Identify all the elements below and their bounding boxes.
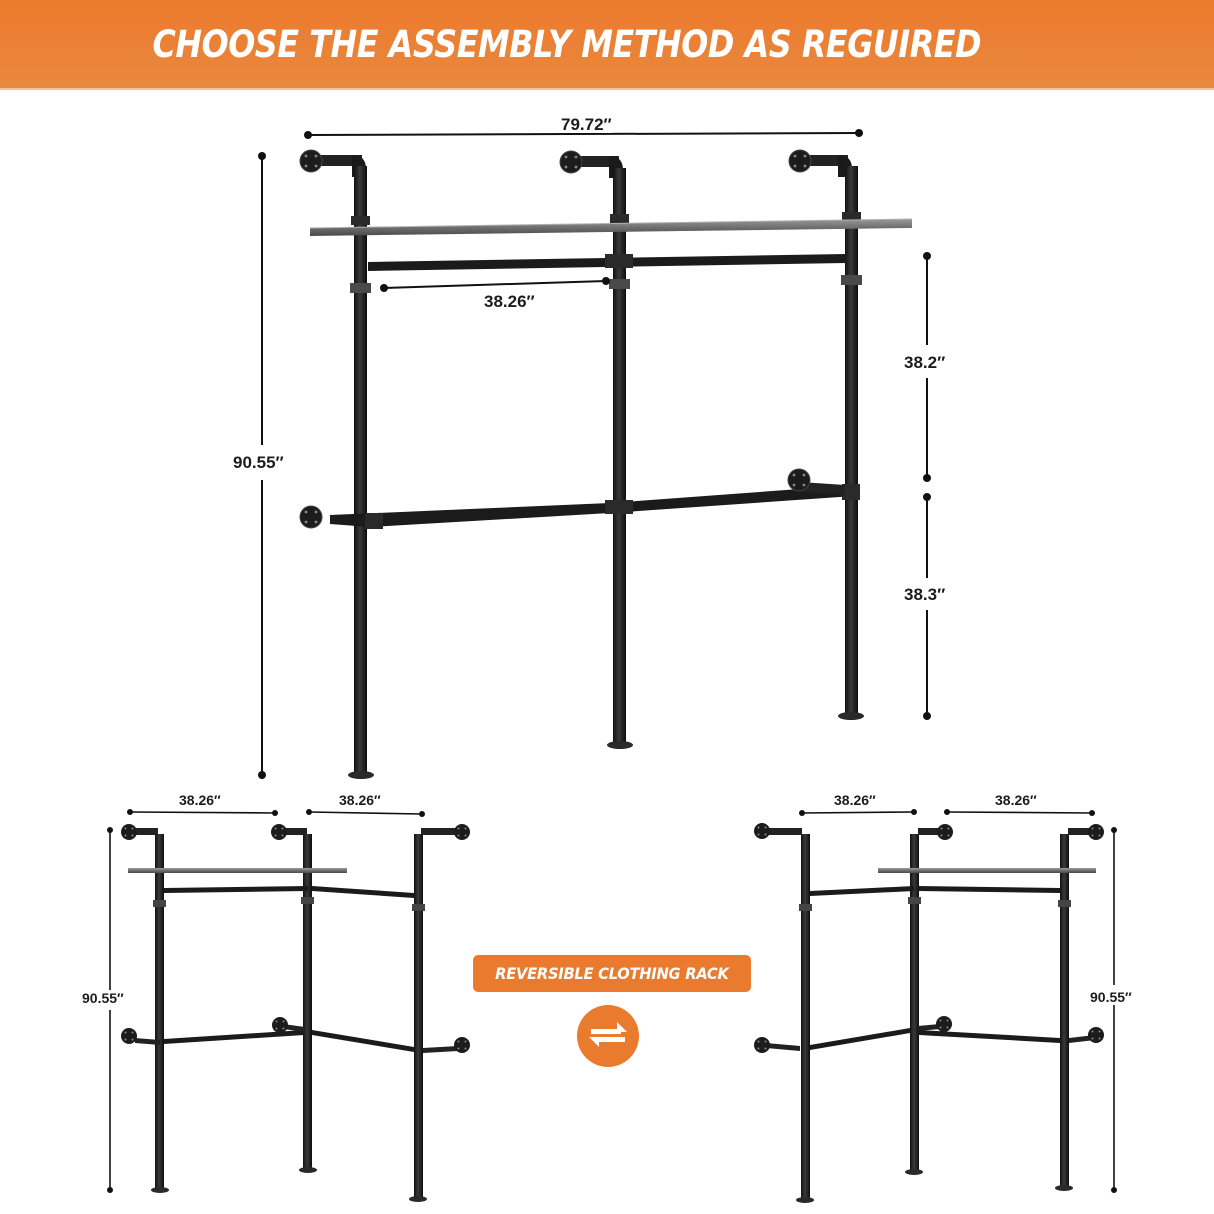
upper-gap-label: 38.2″: [904, 353, 946, 372]
left-rack-height-label: 90.55″: [82, 990, 124, 1006]
left-rack-width-1-label: 38.26″: [179, 792, 221, 808]
right-rack-width-2-label: 38.26″: [995, 792, 1037, 808]
width-dimension-line: [307, 132, 860, 136]
reversible-badge: REVERSIBLE CLOTHING RACK: [473, 955, 751, 992]
page-title: CHOOSE THE ASSEMBLY METHOD AS REGUIRED: [152, 22, 982, 66]
swap-arrows-icon: [577, 1005, 639, 1067]
lower-gap-label: 38.3″: [904, 585, 946, 604]
header-banner: CHOOSE THE ASSEMBLY METHOD AS REGUIRED: [0, 0, 1214, 90]
right-rack-width-1-label: 38.26″: [834, 792, 876, 808]
main-height-label: 90.55″: [233, 453, 284, 472]
main-section-width-label: 38.26″: [484, 292, 535, 311]
right-rack: [754, 809, 1117, 1203]
main-width-label: 79.72″: [561, 115, 612, 134]
left-rack-width-2-label: 38.26″: [339, 792, 381, 808]
main-rack: [258, 129, 931, 779]
right-rack-height-label: 90.55″: [1090, 989, 1132, 1005]
reversible-badge-label: REVERSIBLE CLOTHING RACK: [495, 964, 729, 983]
left-rack: [107, 809, 470, 1202]
